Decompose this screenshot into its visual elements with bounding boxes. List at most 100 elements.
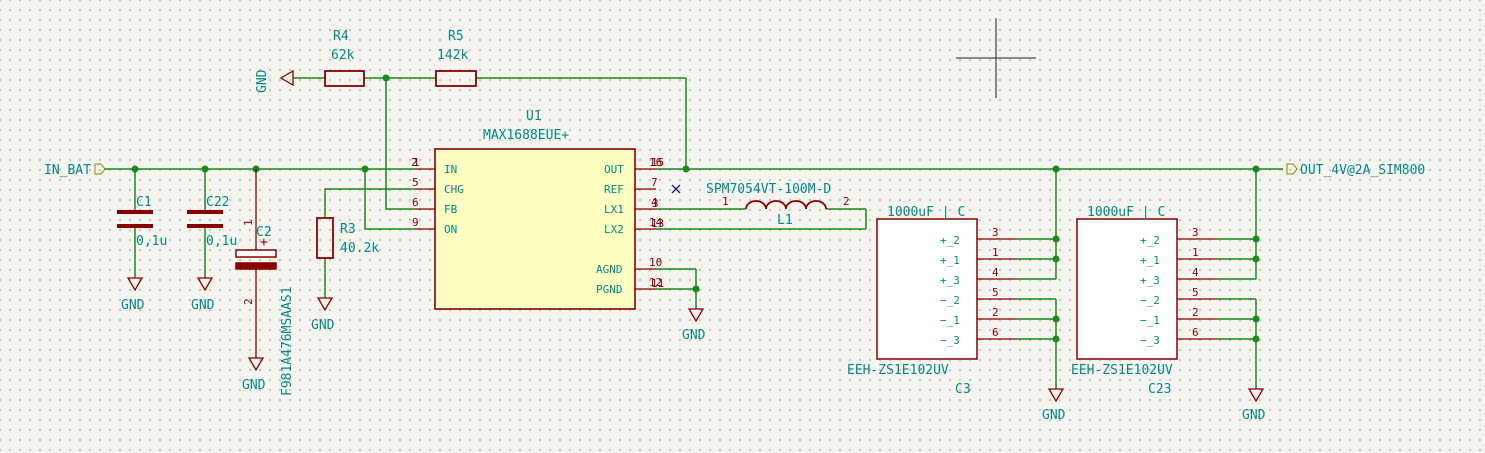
c2-pin2-number: 2: [242, 298, 255, 305]
ic-u1[interactable]: U1 MAX1688EUE+ 2 1 IN 5 CHG 6 FB 9 ON 16: [411, 109, 681, 310]
u1-pin-fb[interactable]: 6 FB: [412, 196, 458, 216]
pin-number: 11: [651, 277, 664, 290]
gnd-symbol-c3[interactable]: GND: [1042, 388, 1066, 423]
inductor-l1[interactable]: 1 2 SPM7054VT-100M-D L1: [706, 182, 850, 228]
pin-name: REF: [604, 183, 624, 196]
u1-pin-pgnd[interactable]: 12 11 PGND: [596, 276, 664, 296]
pin-number: 2: [411, 156, 418, 169]
capacitor-c2-polarized[interactable]: 1 2 + C2 F981A476MSAAS1: [235, 169, 295, 396]
gnd-symbol-c23[interactable]: GND: [1242, 388, 1266, 423]
l1-pin1-number: 1: [722, 195, 729, 208]
c23-pin[interactable]: −_2 5: [1140, 286, 1217, 307]
gnd-symbol-r3[interactable]: GND: [311, 297, 335, 333]
pin-name: PGND: [596, 283, 623, 296]
pin-number: 2: [992, 306, 999, 319]
gnd-symbol-r4[interactable]: GND: [255, 69, 294, 93]
u1-pin-lx1[interactable]: 4 3 LX1: [604, 196, 659, 216]
pin-number: 6: [992, 326, 999, 339]
capacitor-array-c3[interactable]: 1000uF | C EEH-ZS1E102UV C3 +_2 3 +_1 1 …: [847, 205, 1017, 397]
gnd-symbol-c1[interactable]: GND: [121, 277, 145, 313]
pin-number: 16: [649, 156, 662, 169]
c22-value: 0,1u: [206, 234, 237, 249]
c1-value: 0,1u: [136, 234, 167, 249]
global-label-in-bat[interactable]: IN_BAT: [44, 163, 106, 178]
pin-number: 6: [1192, 326, 1199, 339]
in-bat-label-text: IN_BAT: [44, 163, 91, 178]
crosshair-cursor-icon: [956, 18, 1036, 98]
capacitor-array-c23[interactable]: 1000uF | C EEH-ZS1E102UV C23 +_2 3 +_1 1…: [1071, 205, 1217, 397]
u1-pin-chg[interactable]: 5 CHG: [412, 176, 464, 196]
pin-number: 2: [1192, 306, 1199, 319]
c2-pin1-number: 1: [242, 219, 255, 226]
pin-number: 4: [992, 266, 999, 279]
gnd-label: GND: [191, 298, 215, 313]
u1-pin-in[interactable]: 2 1 IN: [411, 156, 457, 176]
pin-number: 5: [1192, 286, 1199, 299]
c23-pin[interactable]: −_3 6: [1140, 326, 1217, 347]
resistor-r5[interactable]: R5 142k: [435, 29, 477, 87]
u1-pin-lx2[interactable]: 14 13 LX2: [604, 216, 664, 236]
out-label-text: OUT_4V@2A_SIM800: [1300, 163, 1425, 178]
pin-name: AGND: [596, 263, 623, 276]
gnd-symbol-c2[interactable]: GND: [242, 357, 266, 393]
pin-number: 3: [1192, 226, 1199, 239]
c23-pin[interactable]: +_3 4: [1140, 266, 1217, 287]
u1-value: MAX1688EUE+: [483, 128, 569, 143]
gnd-label: GND: [682, 328, 706, 343]
capacitor-c22[interactable]: C22 0,1u: [187, 195, 237, 249]
pin-number: 9: [412, 216, 419, 229]
r4-value: 62k: [331, 48, 355, 63]
resistor-r4[interactable]: R4 62k: [324, 29, 365, 87]
c23-pin[interactable]: +_2 3: [1140, 226, 1217, 247]
pin-name: −_2: [1140, 294, 1160, 307]
pin-number: 4: [651, 196, 658, 209]
c3-ref: C3: [955, 382, 971, 397]
pin-name: LX2: [604, 223, 624, 236]
gnd-symbol-u1[interactable]: GND: [682, 308, 706, 343]
gnd-label: GND: [121, 298, 145, 313]
pin-number: 7: [651, 176, 658, 189]
global-label-out[interactable]: OUT_4V@2A_SIM800: [1286, 163, 1425, 178]
pin-number: 13: [651, 217, 664, 230]
gnd-label: GND: [1242, 408, 1266, 423]
gnd-label: GND: [242, 378, 266, 393]
pin-number: 12: [649, 276, 662, 289]
c3-value: EEH-ZS1E102UV: [847, 363, 949, 378]
c3-pin[interactable]: −_3 6: [940, 326, 1017, 347]
c3-pin[interactable]: −_1 2: [940, 306, 1017, 327]
c23-pin[interactable]: −_1 2: [1140, 306, 1217, 327]
pin-name: −_3: [1140, 334, 1160, 347]
c23-pin[interactable]: +_1 1: [1140, 246, 1217, 267]
r4-ref: R4: [333, 29, 349, 44]
c2-plus-sign: +: [260, 235, 268, 250]
u1-pin-out[interactable]: 16 15 OUT: [604, 156, 664, 176]
c3-pin[interactable]: −_2 5: [940, 286, 1017, 307]
u1-pin-on[interactable]: 9 ON: [412, 216, 457, 236]
pin-name: +_3: [1140, 274, 1160, 287]
c3-pin[interactable]: +_1 1: [940, 246, 1017, 267]
pin-number: 3: [992, 226, 999, 239]
pin-number: 6: [412, 196, 419, 209]
c3-pin[interactable]: +_3 4: [940, 266, 1017, 287]
pin-name: −_2: [940, 294, 960, 307]
u1-pin-ref[interactable]: 7 REF: [604, 176, 681, 196]
junctions: [131, 74, 1260, 343]
capacitor-c1[interactable]: C1 0,1u: [117, 195, 167, 249]
gnd-symbol-c22[interactable]: GND: [191, 277, 215, 313]
r5-value: 142k: [437, 48, 468, 63]
resistor-r3[interactable]: R3 40.2k: [316, 217, 379, 259]
c3-pin[interactable]: +_2 3: [940, 226, 1017, 247]
pin-name: OUT: [604, 163, 624, 176]
pin-number: 14: [649, 216, 663, 229]
l1-ref: L1: [777, 213, 793, 228]
pin-name: ON: [444, 223, 457, 236]
pin-name: FB: [444, 203, 458, 216]
u1-pin-agnd[interactable]: 10 AGND: [596, 256, 662, 276]
pin-number: 5: [992, 286, 999, 299]
l1-pin2-number: 2: [843, 195, 850, 208]
c2-ref: C2: [256, 225, 272, 240]
gnd-label: GND: [255, 69, 270, 93]
c22-ref: C22: [206, 195, 229, 210]
l1-value: SPM7054VT-100M-D: [706, 182, 831, 197]
